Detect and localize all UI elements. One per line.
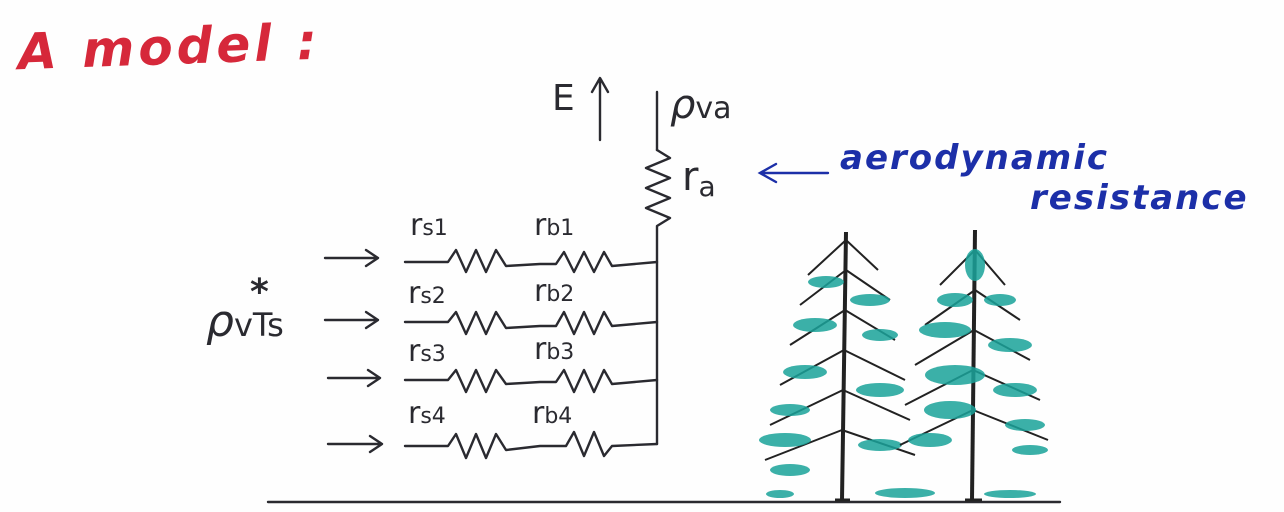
rho-symbol: ρ	[670, 82, 696, 128]
r-symbol: r	[408, 276, 421, 311]
resistor-row-3	[403, 368, 659, 394]
input-arrow-icon	[326, 434, 384, 454]
r-symbol: r	[534, 208, 547, 243]
r-subscript: s1	[422, 216, 448, 241]
r-subscript: b4	[544, 404, 573, 429]
annotation-arrow-icon	[757, 162, 830, 184]
r-symbol: r	[410, 208, 423, 243]
r-subscript: b2	[546, 282, 575, 307]
r-subscript: s4	[420, 404, 446, 429]
air-vapour-density-label: ρva	[670, 82, 732, 128]
r-symbol: r	[534, 332, 547, 367]
aerodynamic-resistance-symbol: ra	[682, 154, 716, 203]
flux-label: E	[552, 78, 575, 119]
resistor-row-4	[403, 430, 659, 460]
input-arrow-icon	[323, 248, 380, 268]
r-symbol: r	[532, 396, 545, 431]
aerodynamic-resistor	[644, 148, 672, 446]
star-mark: *	[250, 272, 269, 313]
r-subscript: s2	[420, 284, 446, 309]
boundary-resistance-label: rb2	[534, 274, 574, 309]
r-symbol: r	[682, 154, 699, 200]
stomatal-resistance-label: rs2	[408, 276, 446, 311]
r-subscript: s3	[420, 342, 446, 367]
rho-star-subscript: vTs	[233, 306, 284, 344]
boundary-resistance-label: rb1	[534, 208, 574, 243]
stomatal-resistance-label: rs1	[410, 208, 448, 243]
rho-star-symbol: ρ	[206, 296, 234, 347]
r-symbol: r	[408, 334, 421, 369]
tree-left-icon	[759, 231, 916, 502]
input-arrow-icon	[323, 310, 380, 330]
r-symbol: r	[408, 396, 421, 431]
surface-vapour-density-label: ρvTs	[206, 296, 284, 347]
r-symbol: r	[534, 274, 547, 309]
evaporation-arrow-icon	[590, 76, 610, 142]
r-subscript: a	[698, 170, 716, 203]
aerodynamic-annotation: aerodynamic resistance	[840, 138, 1249, 218]
tree-right-icon	[875, 229, 1049, 502]
annotation-line-2: resistance	[1030, 178, 1249, 218]
r-subscript: b3	[546, 340, 575, 365]
resistor-row-1	[403, 248, 659, 274]
boundary-resistance-label: rb4	[532, 396, 572, 431]
stomatal-resistance-label: rs4	[408, 396, 446, 431]
input-arrow-icon	[326, 368, 382, 388]
annotation-line-1: aerodynamic	[840, 138, 1110, 178]
r-subscript: b1	[546, 216, 575, 241]
stomatal-resistance-label: rs3	[408, 334, 446, 369]
boundary-resistance-label: rb3	[534, 332, 574, 367]
resistor-row-2	[403, 310, 659, 336]
flux-symbol: E	[552, 78, 575, 119]
rho-subscript: va	[695, 91, 732, 126]
